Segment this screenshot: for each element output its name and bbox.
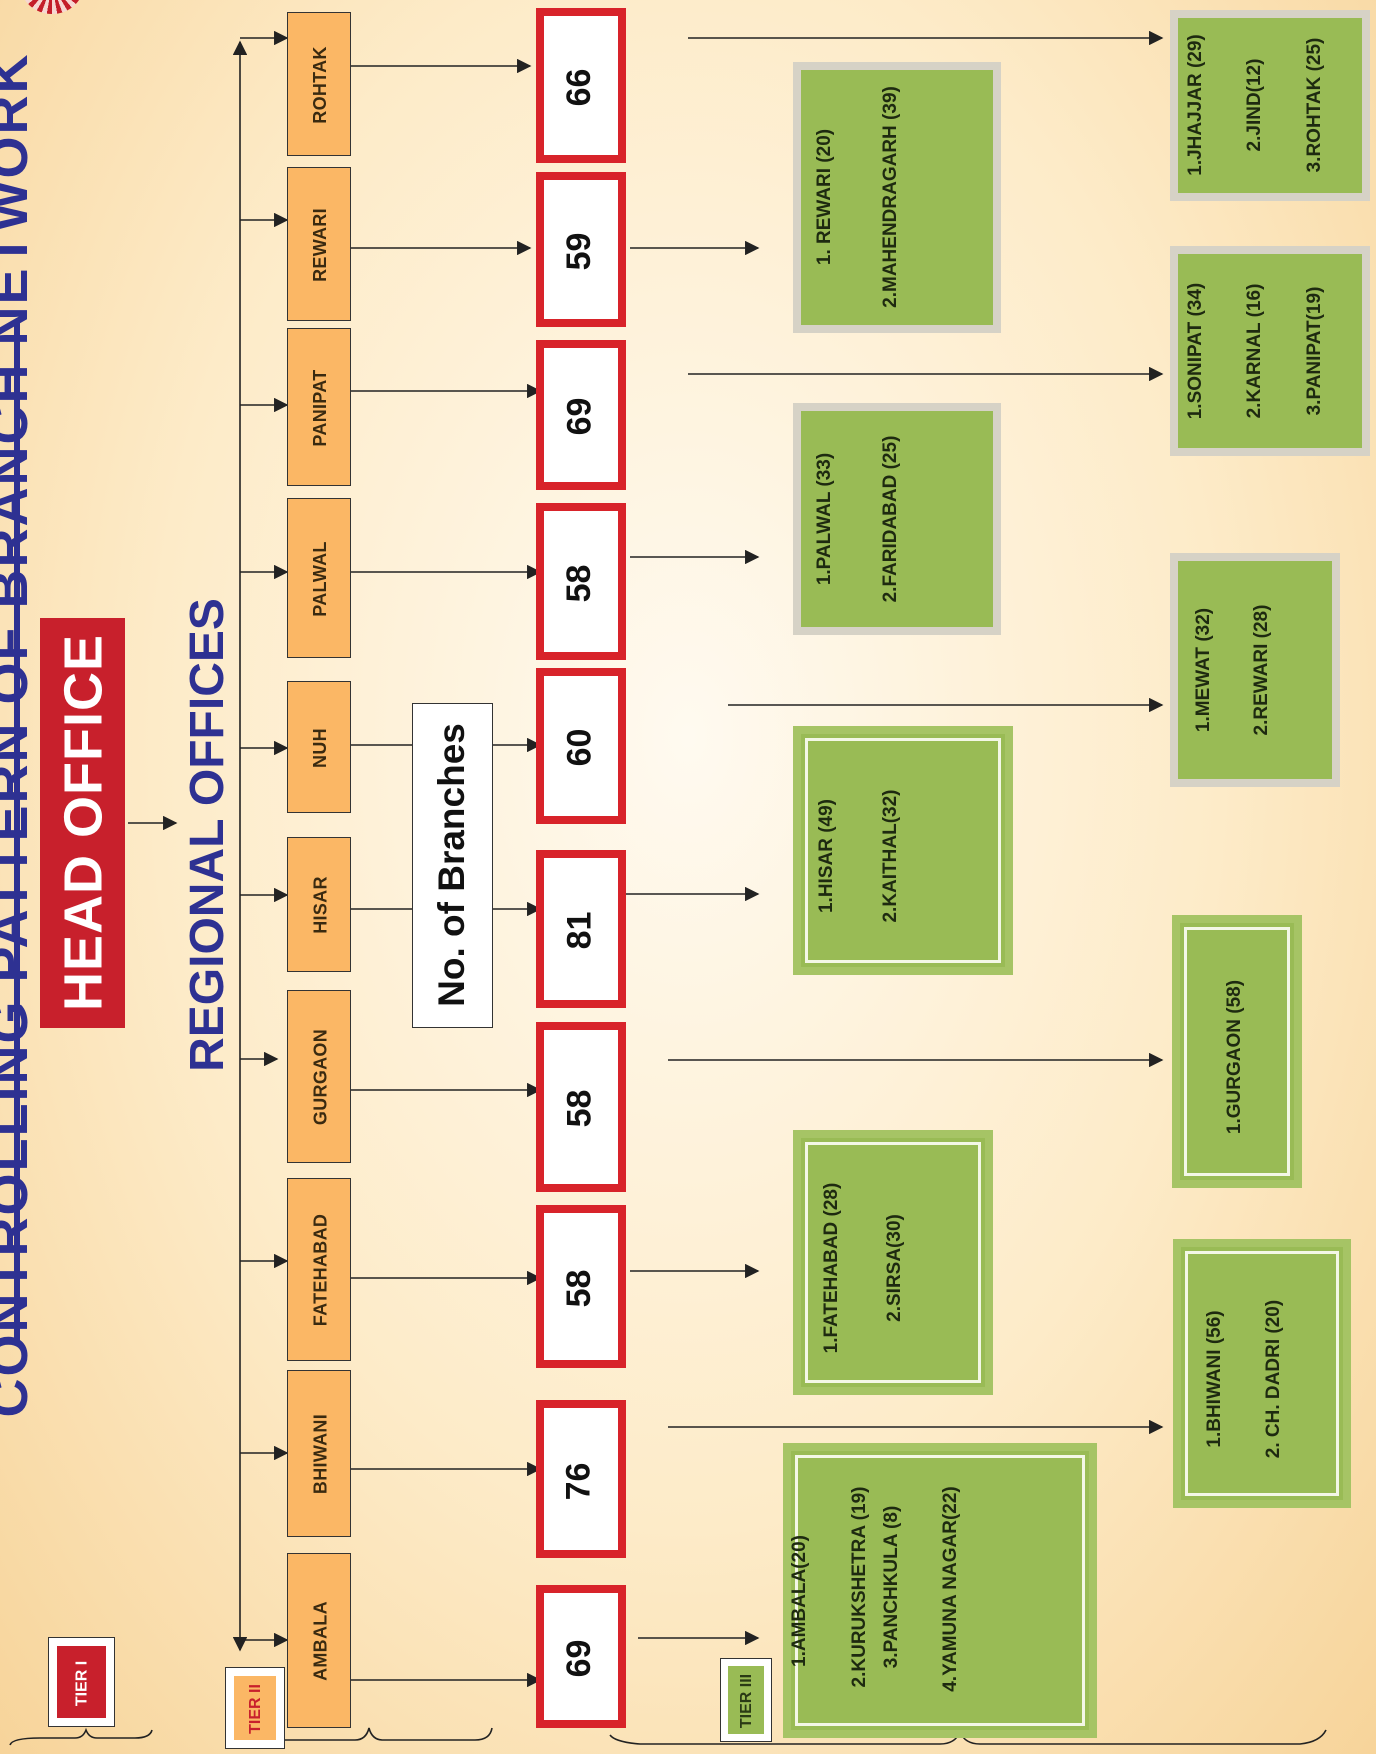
branch-count-nuh: 60 [536, 668, 626, 824]
tier-3-badge: TIER III [720, 1658, 772, 1742]
branch-count-bhiwani: 76 [536, 1400, 626, 1558]
district-box-nuh: 1.MEWAT (32) 2.REWARI (28) [1170, 553, 1340, 787]
branches-label-box: No. of Branches [412, 703, 493, 1028]
district-box-hisar: 1.HISAR (49) 2.KAITHAL(32) [793, 726, 1013, 975]
district-box-panipat: 1.SONIPAT (34) 2.KARNAL (16) 3.PANIPAT(1… [1170, 246, 1370, 456]
regional-office-fatehabad: FATEHABAD [287, 1178, 351, 1361]
regional-offices-label: REGIONAL OFFICES [180, 598, 234, 1072]
tier-1-badge: TIER I [48, 1637, 115, 1727]
regional-office-ambala: AMBALA [287, 1553, 351, 1728]
district-box-palwal: 1.PALWAL (33) 2.FARIDABAD (25) [793, 403, 1001, 635]
branch-count-palwal: 58 [536, 503, 626, 660]
regional-office-nuh: NUH [287, 681, 351, 813]
branch-count-rewari: 59 [536, 172, 626, 327]
regional-office-palwal: PALWAL [287, 498, 351, 658]
branch-count-gurgaon: 58 [536, 1022, 626, 1192]
regional-office-rohtak: ROHTAK [287, 12, 351, 156]
district-box-gurgaon: 1.GURGAON (58) [1172, 915, 1302, 1188]
branch-count-fatehabad: 58 [536, 1205, 626, 1368]
district-box-fatehabad: 1.FATEHABAD (28) 2.SIRSA(30) [793, 1130, 993, 1395]
regional-office-bhiwani: BHIWANI [287, 1370, 351, 1537]
tier-2-badge: TIER II [225, 1667, 285, 1749]
regional-office-panipat: PANIPAT [287, 328, 351, 486]
head-office-box: HEAD OFFICE [40, 618, 125, 1028]
regional-office-rewari: REWARI [287, 167, 351, 321]
branch-count-rohtak: 66 [536, 8, 626, 163]
district-box-bhiwani: 1.BHIWANI (56) 2. CH. DADRI (20) [1173, 1239, 1351, 1508]
district-box-ambala: 1.AMBALA(20) 2.KURUKSHETRA (19) 3.PANCHK… [783, 1443, 1097, 1738]
regional-office-hisar: HISAR [287, 837, 351, 972]
title-underline [14, 322, 20, 1342]
branch-count-ambala: 69 [536, 1585, 626, 1728]
branch-count-panipat: 69 [536, 340, 626, 490]
district-box-rewari: 1. REWARI (20) 2.MAHENDRAGARH (39) [793, 62, 1001, 333]
district-box-rohtak: 1.JHAJJAR (29) 2.JIND(12) 3.ROHTAK (25) [1170, 10, 1370, 201]
regional-office-gurgaon: GURGAON [287, 990, 351, 1163]
branch-count-hisar: 81 [536, 850, 626, 1008]
head-office-label: HEAD OFFICE [53, 634, 113, 1012]
